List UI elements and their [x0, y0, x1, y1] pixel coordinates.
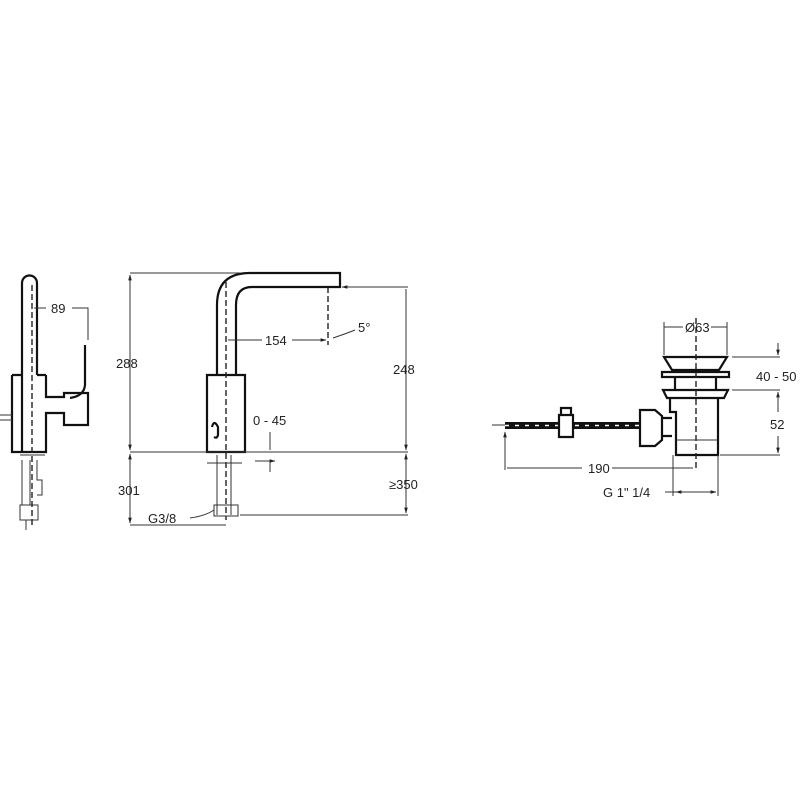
below-deck-label: 301 [118, 483, 140, 498]
drain-view: Ø63 40 - 50 52 190 G 1" 1/4 [492, 318, 796, 500]
thread-label: G 1" 1/4 [603, 485, 650, 500]
height-label: 288 [116, 356, 138, 371]
rod-length-label: 190 [588, 461, 610, 476]
drain-body [668, 398, 720, 457]
deck-thickness-label: 0 - 45 [253, 413, 286, 428]
hose-length-label: ≥350 [389, 477, 418, 492]
front-spout [215, 271, 342, 375]
lift-label: 40 - 50 [756, 369, 796, 384]
side-spout [20, 274, 39, 452]
drain-flange [661, 388, 730, 400]
angle-label: 5° [358, 320, 370, 335]
side-handle [69, 345, 87, 400]
faucet-side-view: 89 [0, 274, 90, 530]
connection-label: G3/8 [148, 511, 176, 526]
drain-cap [662, 355, 729, 372]
faucet-front-view: 288 301 154 5° 248 0 - 45 ≥350 G3/8 [116, 271, 418, 526]
front-lever [210, 421, 220, 439]
depth-label: 89 [51, 301, 65, 316]
rod-clamp [557, 406, 575, 439]
side-body [10, 373, 90, 454]
spout-height-label: 248 [393, 362, 415, 377]
drain-nut [638, 408, 664, 448]
body-height-label: 52 [770, 417, 784, 432]
depth-dimension [34, 307, 89, 340]
reach-label: 154 [265, 333, 287, 348]
diameter-label: Ø63 [685, 320, 710, 335]
